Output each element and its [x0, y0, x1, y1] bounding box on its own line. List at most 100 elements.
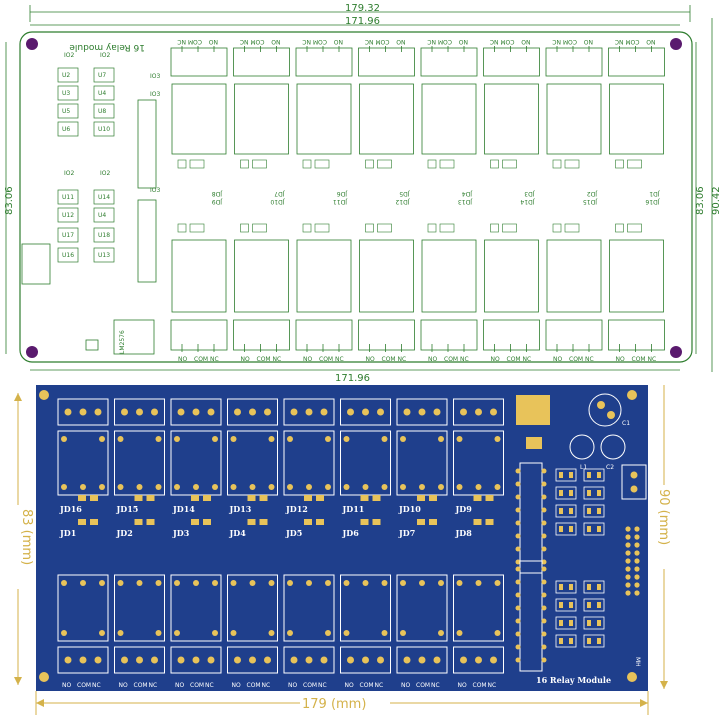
ic-chip [57, 67, 79, 83]
terminal-pin-label: NO [288, 682, 297, 689]
pad-icon [234, 656, 241, 664]
ic-chip [93, 247, 115, 263]
ic-chip [137, 99, 157, 189]
pad-icon [155, 580, 162, 586]
ic-chip [57, 247, 79, 263]
pad-icon [597, 472, 601, 478]
jumper-pad [240, 223, 249, 233]
relay [283, 574, 335, 642]
pad-icon [287, 436, 293, 442]
dim-right-outer: 90.42 [711, 186, 720, 215]
ic-chip [57, 85, 79, 101]
ic-label: IO2 [100, 170, 110, 177]
pad-icon [306, 484, 312, 490]
pad-icon [136, 484, 143, 490]
component-label: U7 [98, 72, 106, 79]
terminal-block [483, 319, 540, 351]
jumper-pad [134, 519, 143, 525]
terminal-pin-label: NC [615, 38, 624, 45]
terminal-block [170, 47, 228, 77]
pad-icon [597, 508, 601, 514]
pad-icon [287, 484, 293, 490]
pad-icon [347, 408, 354, 416]
terminal-pin-label: NO [401, 682, 410, 689]
jumper-pad [485, 519, 494, 525]
pad-icon [634, 534, 640, 540]
pad-icon [121, 408, 128, 416]
jumper-pad [627, 223, 642, 233]
pad-icon [320, 408, 328, 416]
jumper-label: JD1 [59, 528, 76, 538]
jumper-pad [552, 223, 562, 233]
terminal-pin-label: NC [302, 38, 311, 45]
component-label: U5 [62, 108, 70, 115]
pad-icon [264, 408, 271, 416]
terminal-block [283, 398, 335, 426]
jumper-label: JD2 [587, 190, 598, 197]
jumper-pad [259, 519, 268, 525]
terminal-pin-label: COM [438, 38, 452, 45]
jumper-pad [203, 519, 211, 525]
pad-icon [515, 481, 521, 487]
pad-icon [456, 436, 463, 442]
component-label: U18 [98, 232, 110, 239]
terminal-pin-label: COM [632, 356, 646, 363]
relay [340, 574, 391, 642]
component-label: U11 [62, 194, 74, 201]
ic-chip [583, 468, 605, 482]
jumper-pad [314, 223, 330, 233]
terminal-pin-label: NC [648, 356, 657, 363]
pad-icon [559, 584, 563, 590]
pad-icon [541, 644, 547, 650]
ic-chip [583, 616, 605, 630]
pad-icon [515, 546, 521, 552]
mount-hole-icon [26, 38, 38, 50]
jumper-label: JD13 [229, 504, 252, 514]
terminal-pin-label: NO [428, 356, 437, 363]
ic-label: IO2 [100, 52, 110, 59]
pad-icon [541, 592, 547, 598]
jumper-pad [302, 223, 312, 233]
terminal-pin-label: NO [303, 356, 312, 363]
pad-icon [634, 558, 640, 564]
pad-icon [234, 408, 241, 416]
relay [421, 239, 477, 313]
pad-icon [400, 630, 406, 636]
pad-icon [419, 580, 425, 586]
jumper-pad [90, 519, 98, 525]
relay [296, 239, 352, 313]
ic-chip [137, 199, 157, 283]
power-pad [516, 395, 550, 425]
pad-icon [61, 580, 67, 586]
pad-icon [174, 580, 180, 586]
component-label: U4 [98, 212, 106, 219]
pad-icon [362, 484, 369, 490]
component-label: L1 [580, 464, 587, 471]
pad-icon [136, 580, 143, 586]
jumper-pad [417, 519, 425, 525]
relay [57, 574, 109, 642]
jumper-label: JD7 [274, 190, 285, 197]
component-label: U6 [62, 126, 70, 133]
pad-icon [559, 526, 563, 532]
ic-chip [555, 634, 577, 648]
jumper-pad [90, 495, 98, 501]
ic-chip [583, 504, 605, 518]
terminal-pin-label: NO [62, 682, 71, 689]
jumper-label: JD5 [399, 190, 410, 197]
terminal-pin-label: NO [458, 682, 467, 689]
pad-icon [515, 618, 521, 624]
pad-icon [117, 436, 124, 442]
pad-icon [541, 605, 547, 611]
pad-icon [625, 582, 631, 588]
capacitor-icon [588, 393, 622, 427]
pad-icon [625, 526, 631, 532]
terminal-pin-label: NO [271, 38, 280, 45]
terminal-pin-label: NO [178, 356, 187, 363]
jumper-pad [146, 495, 155, 501]
right-dimension: 83.06 90.42 [695, 18, 720, 372]
pad-icon [64, 408, 72, 416]
jumper-pad [302, 159, 312, 169]
jumper-pad [417, 495, 425, 501]
